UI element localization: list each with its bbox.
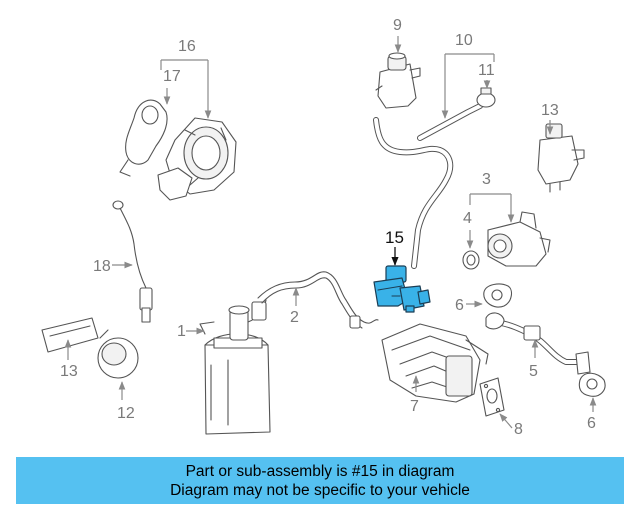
part-4-o-ring [462,250,480,270]
part-3-egr-valve [487,211,551,267]
callout-9: 9 [393,17,402,34]
callout-12: 12 [117,405,135,422]
callout-10: 10 [455,32,473,49]
callout-3: 3 [482,171,491,188]
callout-13: 13 [60,363,78,380]
part-15-purge-solenoid [373,265,431,313]
part-7-manifold [381,323,489,403]
callout-1: 1 [177,323,186,340]
part-14-sensor [537,123,585,193]
callout-4: 4 [463,210,472,227]
callout-16: 16 [178,38,196,55]
callout-2: 2 [290,309,299,326]
callout-8: 8 [514,421,523,438]
part-10-vacuum-line [373,103,483,269]
part-18-oxygen-sensor [112,200,153,323]
part-9-solenoid [375,52,421,109]
callout-15: 15 [385,228,404,247]
callout-11: 11 [478,62,495,79]
part-6-gasket-lower [578,372,606,397]
callout-5: 5 [529,363,538,380]
callout-7: 7 [410,398,419,415]
part-1-canister [199,299,271,435]
part-6-gasket-upper [483,283,513,308]
callout-6-lower: 6 [587,415,596,432]
part-12-cover [97,329,139,379]
info-banner: Part or sub-assembly is #15 in diagram D… [16,457,624,504]
callout-17: 17 [163,68,181,85]
part-16-throttle-body [157,117,237,201]
parts-diagram: 16 17 18 13 12 1 [41,17,606,438]
callout-18: 18 [93,258,111,275]
part-2-hose [257,271,379,329]
callout-14: 13 [541,102,559,119]
part-8-gasket [479,377,505,417]
banner-line-1: Part or sub-assembly is #15 in diagram [185,462,455,480]
part-5-egr-pipe [485,312,591,375]
part-17-gasket [119,99,168,177]
part-13-shield [41,317,99,353]
callout-16-group: 16 17 [160,38,212,119]
callout-6-upper: 6 [455,297,464,314]
part-11-fitting [476,87,496,108]
banner-line-2: Diagram may not be specific to your vehi… [170,481,470,499]
